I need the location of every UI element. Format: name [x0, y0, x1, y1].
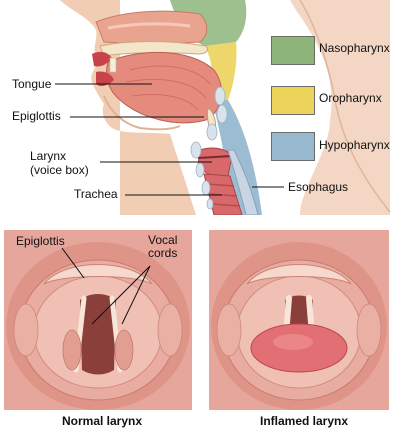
vocal-cords-label-line2: cords: [148, 246, 178, 260]
larynx-label-line1: Larynx: [30, 149, 67, 163]
normal-larynx-caption: Normal larynx: [62, 414, 143, 428]
legend-label-hypopharynx: Hypopharynx: [319, 138, 390, 152]
esophagus-shape: [227, 149, 259, 215]
inflamed-epiglottis-arc: [246, 264, 352, 285]
legend-label-oropharynx: Oropharynx: [319, 91, 382, 105]
head-cross-section: [55, 0, 391, 215]
normal-epiglottis-arc: [43, 264, 153, 285]
spine: [190, 86, 228, 210]
pointer-lines: [55, 83, 284, 196]
neck-skin: [60, 0, 390, 215]
legend-swatch-hypopharynx: [271, 132, 315, 161]
legend-swatch-nasopharynx: [271, 36, 315, 65]
inflamed-larynx-illustration: [209, 230, 389, 410]
trachea-label: Trachea: [74, 187, 118, 201]
upper-lip: [92, 51, 112, 67]
normal-glottis-opening: [80, 294, 116, 375]
normal-epiglottis-label: Epiglottis: [16, 234, 65, 248]
tongue-shape: [106, 51, 223, 124]
inflamed-larynx-caption: Inflamed larynx: [260, 414, 349, 428]
oropharynx-region: [205, 42, 237, 100]
legend-label-nasopharynx: Nasopharynx: [319, 41, 390, 55]
epiglottis-label: Epiglottis: [12, 109, 61, 123]
normal-larynx-illustration: [4, 230, 192, 410]
vocal-cords-label-line1: Vocal: [148, 233, 178, 247]
face-skin: [60, 0, 196, 215]
legend-swatch-oropharynx: [271, 86, 315, 115]
esophagus-label: Esophagus: [288, 180, 349, 194]
lower-lip: [96, 71, 114, 87]
tongue-label: Tongue: [12, 77, 52, 91]
larynx-label-line2: (voice box): [30, 163, 89, 177]
